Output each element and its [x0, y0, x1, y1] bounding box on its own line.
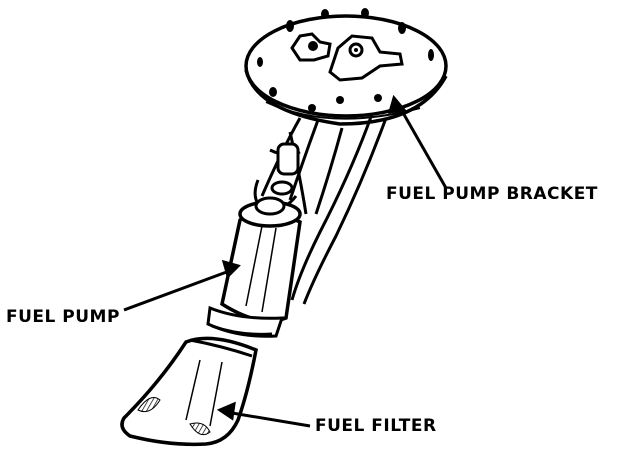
callout-arrows [123, 94, 448, 428]
fuel-pump-label: FUEL PUMP [6, 307, 120, 327]
filter-arrowhead [216, 401, 236, 421]
bracket-sender-arm [328, 34, 404, 82]
fuel-filter-label: FUEL FILTER [315, 416, 437, 436]
fuel-pump-bracket-label: FUEL PUMP BRACKET [386, 184, 598, 204]
bracket-arrowhead [387, 94, 407, 114]
pump-wiring-harness [253, 142, 300, 212]
filter-leader-line [225, 410, 311, 428]
pump-arrowhead [221, 259, 241, 279]
pump-inlet-connector [206, 305, 285, 338]
fuel-pump-bracket [244, 8, 448, 126]
pump-leader-line [123, 268, 233, 312]
bracket-leader-line [396, 103, 448, 189]
bracket-bolt-holes [257, 8, 434, 112]
fuel-filter-sock [120, 336, 258, 447]
fuel-pump-body [220, 196, 302, 323]
bracket-flange-underside [244, 69, 448, 126]
bracket-flange-shadow [265, 101, 421, 120]
outlet-port [308, 41, 318, 51]
